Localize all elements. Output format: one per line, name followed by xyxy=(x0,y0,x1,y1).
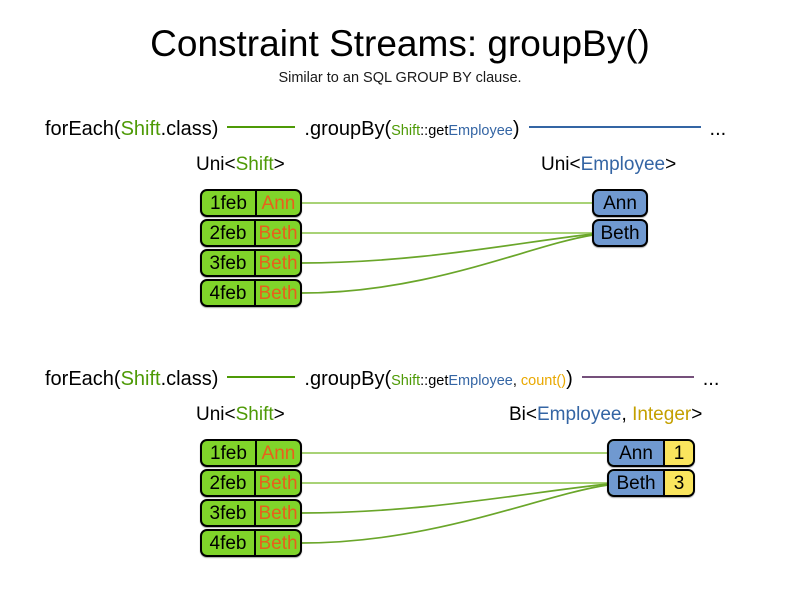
for-each-suffix: .class) xyxy=(160,118,219,140)
shift-date: 4feb xyxy=(209,532,247,554)
shift-fact-box[interactable]: 3feb Beth xyxy=(200,249,302,277)
collector-count: count() xyxy=(520,373,567,389)
uni-type-shift-2: Shift xyxy=(235,404,274,425)
shift-fact-box[interactable]: 3feb Beth xyxy=(200,499,302,527)
employee-name: Ann xyxy=(609,441,663,465)
employee-name: Beth xyxy=(609,471,663,495)
group-by-close: ) xyxy=(512,118,520,140)
link-3feb-beth-2 xyxy=(301,483,609,514)
shift-fact-box[interactable]: 2feb Beth xyxy=(200,219,302,247)
shift-date: 2feb xyxy=(209,472,247,494)
link-3feb-beth xyxy=(301,233,594,264)
stream-connector-green xyxy=(227,375,296,378)
mapper-class: Shift xyxy=(391,373,421,389)
employee-shift-count: 1 xyxy=(663,441,693,465)
shift-employee: Beth xyxy=(254,221,300,245)
link-4feb-beth xyxy=(301,234,594,294)
bi-type-employee: Employee xyxy=(537,404,622,425)
uni-type-shift: Shift xyxy=(235,154,274,175)
mapper-property: Employee xyxy=(448,373,513,389)
for-each-suffix: .class) xyxy=(160,368,219,390)
mapper-class: Shift xyxy=(391,123,421,139)
shift-date: 3feb xyxy=(209,252,247,274)
uni-type-employee: Employee xyxy=(580,154,666,175)
bi-type-integer: Integer xyxy=(632,404,692,425)
bi-suffix: > xyxy=(691,404,703,425)
uni-prefix-3: Uni< xyxy=(196,404,236,425)
bi-comma: , xyxy=(621,404,633,425)
stream-connector-blue xyxy=(528,125,701,128)
mapper-comma: , xyxy=(512,373,521,389)
shift-fact-box[interactable]: 4feb Beth xyxy=(200,279,302,307)
shift-date: 1feb xyxy=(209,192,247,214)
left-type-caption-2: Uni<Shift> xyxy=(196,403,285,427)
shift-employee: Beth xyxy=(254,281,300,305)
for-each-class: Shift xyxy=(120,368,161,390)
link-4feb-beth-2 xyxy=(301,484,609,544)
shift-employee: Ann xyxy=(254,441,300,465)
mapper-separator: ::get xyxy=(420,373,449,389)
shift-date: 3feb xyxy=(209,502,247,524)
uni-suffix: > xyxy=(273,154,285,175)
uni-suffix-2: > xyxy=(665,154,677,175)
shift-fact-box[interactable]: 4feb Beth xyxy=(200,529,302,557)
right-type-caption-2: Bi<Employee, Integer> xyxy=(509,403,702,427)
mapper-property: Employee xyxy=(448,123,513,139)
bi-prefix: Bi< xyxy=(509,404,537,425)
uni-prefix-2: Uni< xyxy=(541,154,581,175)
pipeline-row-groupby-count: forEach(Shift.class).groupBy(Shift::getE… xyxy=(45,366,719,394)
group-by-close: ) xyxy=(566,368,573,390)
group-by-call: .groupBy( xyxy=(304,118,392,140)
shift-fact-box[interactable]: 2feb Beth xyxy=(200,469,302,497)
employee-count-tuple-box[interactable]: Beth 3 xyxy=(607,469,695,497)
employee-fact-box[interactable]: Beth xyxy=(592,219,648,247)
shift-fact-box[interactable]: 1feb Ann xyxy=(200,439,302,467)
employee-count-tuple-box[interactable]: Ann 1 xyxy=(607,439,695,467)
shift-employee: Beth xyxy=(254,251,300,275)
uni-suffix-3: > xyxy=(273,404,285,425)
shift-date: 4feb xyxy=(209,282,247,304)
for-each-call: forEach( xyxy=(45,368,121,390)
for-each-class: Shift xyxy=(120,118,161,140)
shift-fact-box[interactable]: 1feb Ann xyxy=(200,189,302,217)
stream-connector-purple xyxy=(581,375,694,378)
pipeline-ellipsis: ... xyxy=(709,118,727,140)
group-by-call: .groupBy( xyxy=(304,368,392,390)
right-type-caption-1: Uni<Employee> xyxy=(541,153,676,177)
left-type-caption-1: Uni<Shift> xyxy=(196,153,285,177)
page-subtitle: Similar to an SQL GROUP BY clause. xyxy=(278,70,522,86)
shift-employee: Beth xyxy=(254,471,300,495)
pipeline-ellipsis: ... xyxy=(702,368,720,390)
employee-name: Beth xyxy=(600,222,640,244)
shift-employee: Beth xyxy=(254,531,300,555)
employee-fact-box[interactable]: Ann xyxy=(592,189,648,217)
shift-date: 1feb xyxy=(209,442,247,464)
shift-date: 2feb xyxy=(209,222,247,244)
for-each-call: forEach( xyxy=(45,118,121,140)
shift-employee: Ann xyxy=(254,191,300,215)
employee-shift-count: 3 xyxy=(663,471,693,495)
employee-name: Ann xyxy=(603,192,637,214)
shift-employee: Beth xyxy=(254,501,300,525)
uni-prefix: Uni< xyxy=(196,154,236,175)
mapper-separator: ::get xyxy=(420,123,449,139)
page-title: Constraint Streams: groupBy() xyxy=(150,23,650,64)
stream-connector-green xyxy=(227,125,296,128)
pipeline-row-groupby-simple: forEach(Shift.class).groupBy(Shift::getE… xyxy=(45,116,726,144)
